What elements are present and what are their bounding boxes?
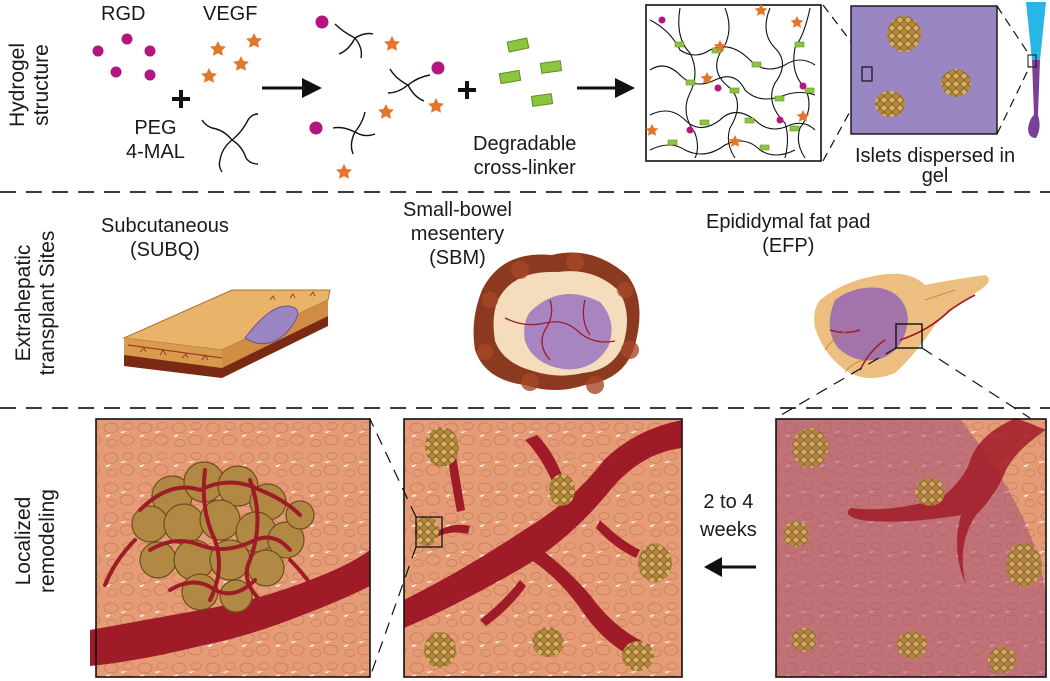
crosslinker-label-line1: Degradable	[473, 133, 577, 155]
peg-4mal-molecule	[201, 113, 259, 173]
vascularized-panel	[403, 418, 683, 678]
plus-sign-2	[458, 81, 476, 99]
row-label-remodeling-line1: Localized	[12, 496, 35, 586]
sbm-label-line1: Small-bowel	[403, 199, 512, 221]
row-label-hydrogel-line1: Hydrogel	[6, 42, 29, 128]
crosslinker-label-line2: cross-linker	[473, 157, 576, 179]
time-label-line2: weeks	[700, 519, 757, 541]
injection-drop	[1026, 2, 1046, 138]
sbm-label: Small-bowel mesentery (SBM)	[403, 198, 512, 270]
plus-sign-1	[172, 90, 190, 108]
crosslinker-label: Degradable cross-linker	[473, 132, 576, 180]
sbm-label-line3: (SBM)	[429, 247, 486, 269]
vegf-molecules	[201, 33, 262, 83]
subq-label-line2: (SUBQ)	[129, 239, 200, 261]
zoom-lines-remodeling	[369, 418, 417, 678]
time-label: 2 to 4 weeks	[700, 488, 757, 544]
row-label-remodeling: Localized remodeling	[12, 489, 60, 593]
subq-label-line1: Subcutaneous	[101, 215, 229, 237]
vegf-label: VEGF	[203, 3, 258, 25]
row-label-hydrogel: Hydrogel structure	[6, 43, 54, 127]
hydrogel-network	[645, 4, 822, 162]
islets-label: Islets dispersed in gel	[855, 146, 1015, 186]
initial-implant-panel	[775, 418, 1047, 678]
sbm-label-line2: mesentery	[410, 223, 505, 245]
subq-label: Subcutaneous (SUBQ)	[101, 214, 229, 262]
time-label-line1: 2 to 4	[703, 491, 754, 513]
row-label-hydrogel-line2: structure	[30, 44, 53, 126]
time-arrow	[704, 557, 756, 577]
peg-label: PEG 4-MAL	[126, 116, 185, 164]
row-label-sites-line2: transplant Sites	[36, 230, 59, 376]
reaction-arrow-1	[262, 78, 322, 98]
rgd-molecules	[92, 33, 156, 81]
sbm-site-illustration	[473, 252, 640, 394]
zoom-lines-efp	[775, 347, 1031, 419]
islets-label-line1: Islets dispersed in	[855, 145, 1016, 167]
reaction-arrow-2	[577, 78, 635, 98]
zoom-lines-syringe	[996, 5, 1031, 135]
row-label-sites-line1: Extrahepatic	[12, 244, 35, 362]
functionalized-peg-macromers	[309, 15, 445, 179]
zoomed-islet-panel	[90, 418, 371, 678]
row-label-remodeling-line2: remodeling	[36, 489, 59, 593]
zoom-lines-gel	[822, 4, 866, 162]
efp-label: Epididymal fat pad (EFP)	[706, 210, 871, 258]
efp-label-line1: Epididymal fat pad	[706, 211, 871, 233]
peg-label-line1: PEG	[134, 117, 177, 139]
crosslinker-molecules	[498, 37, 563, 107]
islets-label-line2: gel	[921, 165, 949, 187]
rgd-label: RGD	[101, 3, 146, 25]
subq-site-illustration	[122, 289, 331, 378]
islet-gel-square	[850, 5, 998, 135]
efp-label-line2: (EFP)	[762, 235, 815, 257]
efp-site-illustration	[814, 273, 989, 378]
row-label-sites: Extrahepatic transplant Sites	[12, 231, 60, 376]
peg-label-line2: 4-MAL	[126, 141, 185, 163]
